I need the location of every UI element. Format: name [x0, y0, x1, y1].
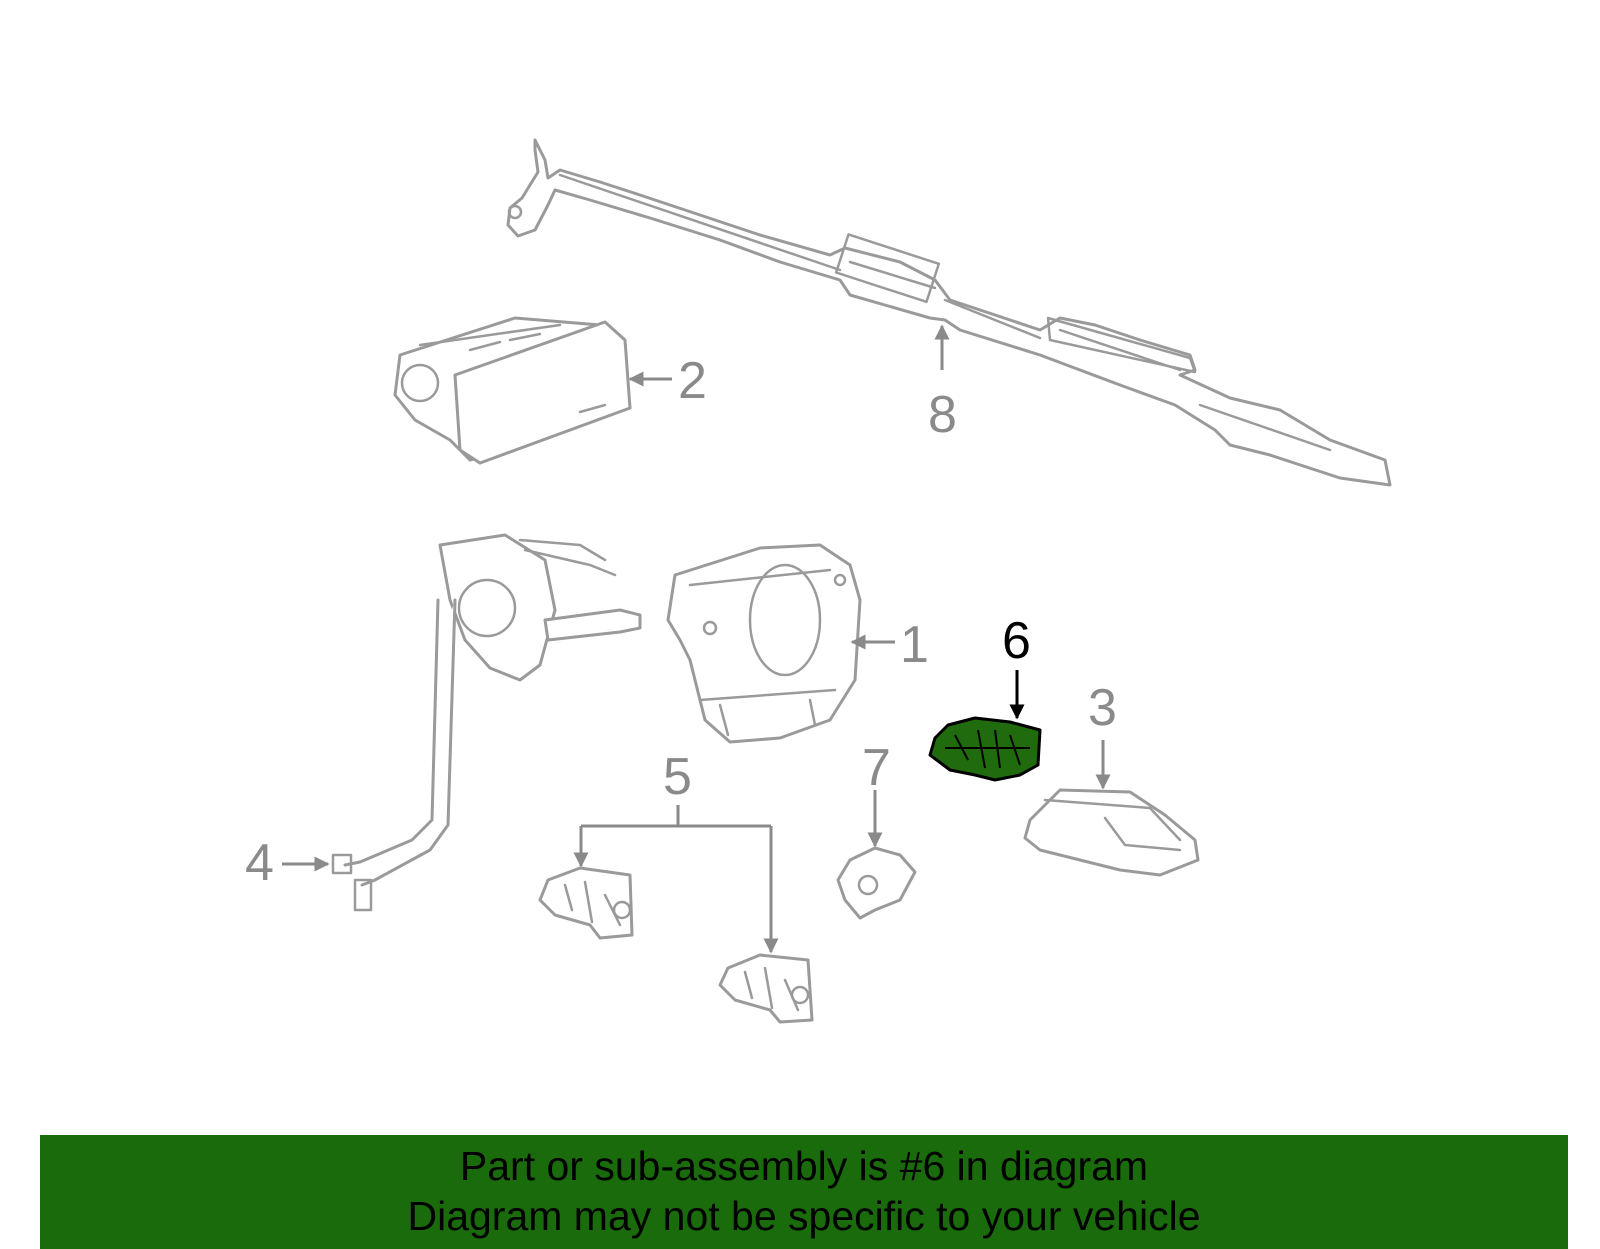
part-5-switch-lower[interactable] — [718, 953, 814, 1024]
callout-7: 7 — [862, 739, 891, 797]
callout-5: 5 — [663, 748, 692, 806]
part-1-driver-airbag[interactable] — [666, 543, 862, 744]
callout-labels: 8 2 1 6 3 7 5 4 — [245, 352, 1117, 892]
callout-3: 3 — [1088, 679, 1117, 737]
banner-line-1: Part or sub-assembly is #6 in diagram — [459, 1143, 1149, 1189]
part-3-module[interactable] — [1023, 788, 1200, 877]
callout-2: 2 — [678, 352, 707, 410]
callout-6: 6 — [1002, 612, 1031, 670]
part-7-sensor[interactable] — [836, 846, 917, 920]
banner-line-2: Diagram may not be specific to your vehi… — [407, 1193, 1201, 1239]
leader-lines — [282, 324, 1111, 954]
callout-1: 1 — [900, 616, 929, 674]
callout-8: 8 — [928, 386, 957, 444]
leader-5-bracket — [581, 805, 771, 828]
part-2-passenger-airbag[interactable] — [393, 316, 632, 465]
part-6-highlighted-module[interactable] — [928, 716, 1042, 782]
info-banner: Part or sub-assembly is #6 in diagram Di… — [40, 1135, 1568, 1249]
part-4-clock-spring[interactable] — [331, 533, 642, 912]
part-8-curtain-airbag[interactable] — [506, 138, 1392, 487]
part-5-switch-upper[interactable] — [538, 866, 634, 940]
callout-4: 4 — [245, 834, 274, 892]
